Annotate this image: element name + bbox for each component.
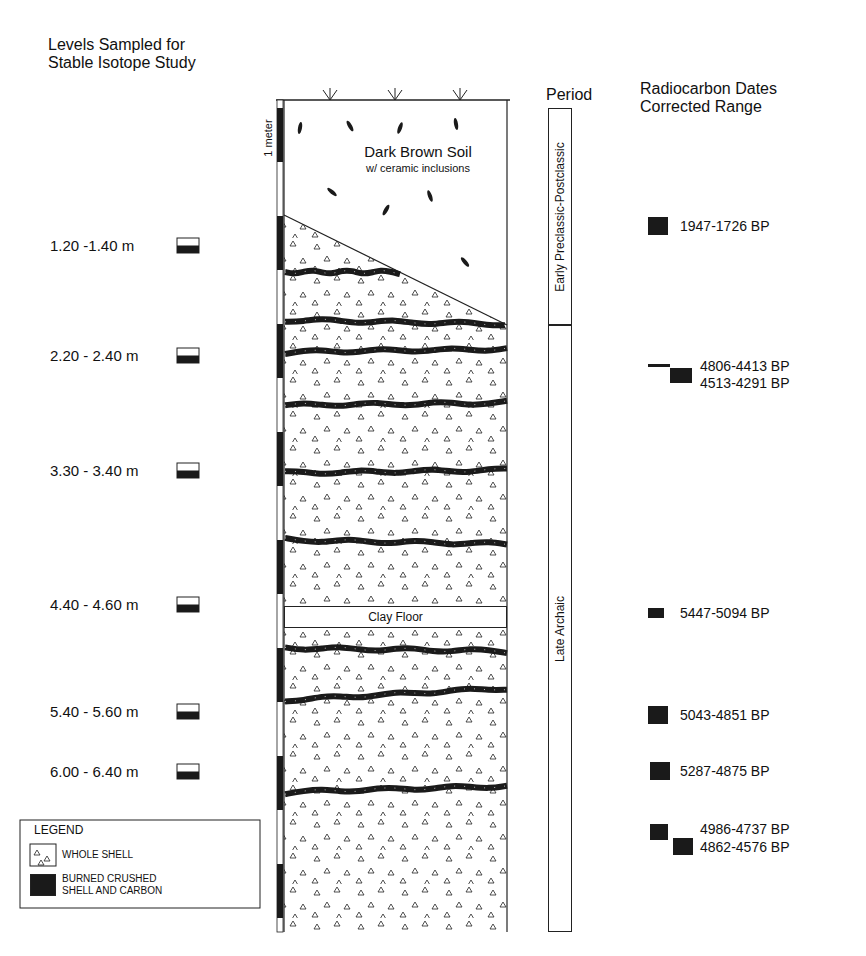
- burned-band-texture: [285, 348, 507, 354]
- sample-marker: [177, 704, 199, 719]
- burned-band: [285, 348, 507, 354]
- scale-segment: [277, 324, 283, 378]
- layer-label: Dark Brown Soil: [364, 143, 472, 160]
- sample-marker-fill: [177, 471, 199, 479]
- depth-label: 4.40 - 4.60 m: [50, 596, 138, 613]
- sample-marker: [177, 764, 199, 779]
- band-label: Clay Floor: [368, 610, 423, 624]
- burned-band-texture: [285, 689, 507, 702]
- date-range-mark: [650, 762, 670, 780]
- depth-label: 2.20 - 2.40 m: [50, 347, 138, 364]
- grass-tuft: [388, 88, 402, 100]
- date-label: 4513-4291 BP: [700, 375, 790, 391]
- column-wall: [506, 100, 507, 932]
- scale-segment: [277, 108, 283, 162]
- burned-band: [285, 786, 507, 794]
- shell-midden: [284, 215, 507, 932]
- sample-marker-fill: [177, 772, 199, 780]
- scale-segment: [277, 432, 283, 486]
- column-heading: Period: [546, 86, 592, 104]
- ceramic-inclusion: [381, 204, 390, 216]
- column-art: [20, 88, 693, 932]
- ceramic-inclusion: [453, 118, 459, 131]
- sample-marker: [177, 597, 199, 612]
- scale-label: 1 meter: [262, 119, 275, 156]
- burned-band-texture: [285, 319, 505, 325]
- legend-text: WHOLE SHELL: [62, 849, 242, 861]
- band-label: Late Archaic: [553, 595, 567, 661]
- sample-marker: [177, 463, 199, 478]
- shell-symbol: [38, 860, 44, 865]
- legend-swatch: [30, 874, 56, 896]
- column-wall: [283, 100, 284, 932]
- scale-bar: [277, 100, 283, 932]
- ceramic-inclusion: [326, 187, 338, 198]
- burned-band-texture: [285, 538, 507, 545]
- burned-band: [285, 689, 507, 702]
- burned-band: [285, 469, 507, 474]
- scale-segment: [277, 648, 283, 702]
- sample-marker-fill: [177, 605, 199, 613]
- sample-marker-fill: [177, 246, 199, 254]
- ceramic-inclusion: [297, 122, 303, 135]
- ground-surface: [276, 99, 510, 101]
- scale-segment: [277, 216, 283, 270]
- date-range-mark: [650, 824, 668, 840]
- scale-segment: [277, 864, 283, 918]
- legend-sample: [30, 844, 56, 866]
- grass-tuft: [453, 88, 467, 100]
- depth-label: 6.00 - 6.40 m: [50, 763, 138, 780]
- date-range-mark: [673, 838, 693, 855]
- date-range-mark: [670, 368, 692, 383]
- ceramic-inclusion: [396, 122, 404, 135]
- sample-marker-fill: [177, 356, 199, 364]
- burned-band-texture: [285, 271, 400, 275]
- date-label: 4806-4413 BP: [700, 358, 790, 374]
- depth-label: 5.40 - 5.60 m: [50, 703, 138, 720]
- burned-band: [285, 538, 507, 545]
- sample-marker: [177, 348, 199, 363]
- burned-band: [285, 319, 505, 325]
- burned-band-texture: [285, 401, 507, 406]
- sample-marker-fill: [177, 712, 199, 720]
- date-label: 1947-1726 BP: [680, 218, 770, 234]
- date-range-mark: [648, 364, 670, 367]
- legend-frame: [20, 820, 260, 908]
- shell-symbol: [34, 850, 40, 855]
- ceramic-inclusion: [426, 190, 434, 203]
- soil-boundary: [284, 215, 507, 325]
- date-range-mark: [648, 608, 664, 618]
- ceramic-inclusion: [345, 120, 354, 132]
- period-band: Early Preclassic-Postclassic: [548, 108, 572, 325]
- layer-note: w/ ceramic inclusions: [366, 162, 470, 175]
- legend-heading: LEGEND: [34, 824, 83, 838]
- depth-label: 1.20 -1.40 m: [50, 237, 134, 254]
- date-label: 4986-4737 BP: [700, 821, 790, 837]
- date-label: 5447-5094 BP: [680, 605, 770, 621]
- ceramic-inclusion: [460, 256, 471, 268]
- burned-band: [285, 401, 507, 406]
- period-band: Late Archaic: [548, 325, 572, 932]
- grass-tuft: [323, 88, 337, 100]
- burned-band: [285, 647, 507, 653]
- burned-band-texture: [285, 786, 507, 794]
- scale-segment: [277, 756, 283, 810]
- date-range-mark: [648, 706, 668, 724]
- band-label: Early Preclassic-Postclassic: [553, 142, 567, 291]
- burned-band: [285, 271, 400, 275]
- burned-band-texture: [285, 469, 507, 474]
- date-range-mark: [648, 217, 668, 235]
- date-label: 4862-4576 BP: [700, 839, 790, 855]
- column-heading: Levels Sampled for Stable Isotope Study: [48, 36, 226, 73]
- legend-text: BURNED CRUSHED SHELL AND CARBON: [62, 873, 167, 896]
- scale-segment: [277, 540, 283, 594]
- date-label: 5287-4875 BP: [680, 763, 770, 779]
- date-label: 5043-4851 BP: [680, 707, 770, 723]
- shell-symbol: [44, 856, 50, 861]
- column-heading: Radiocarbon Dates Corrected Range: [640, 80, 815, 117]
- depth-label: 3.30 - 3.40 m: [50, 462, 138, 479]
- sample-marker: [177, 238, 199, 253]
- clay-floor-layer: Clay Floor: [284, 606, 507, 628]
- burned-band-texture: [285, 647, 507, 653]
